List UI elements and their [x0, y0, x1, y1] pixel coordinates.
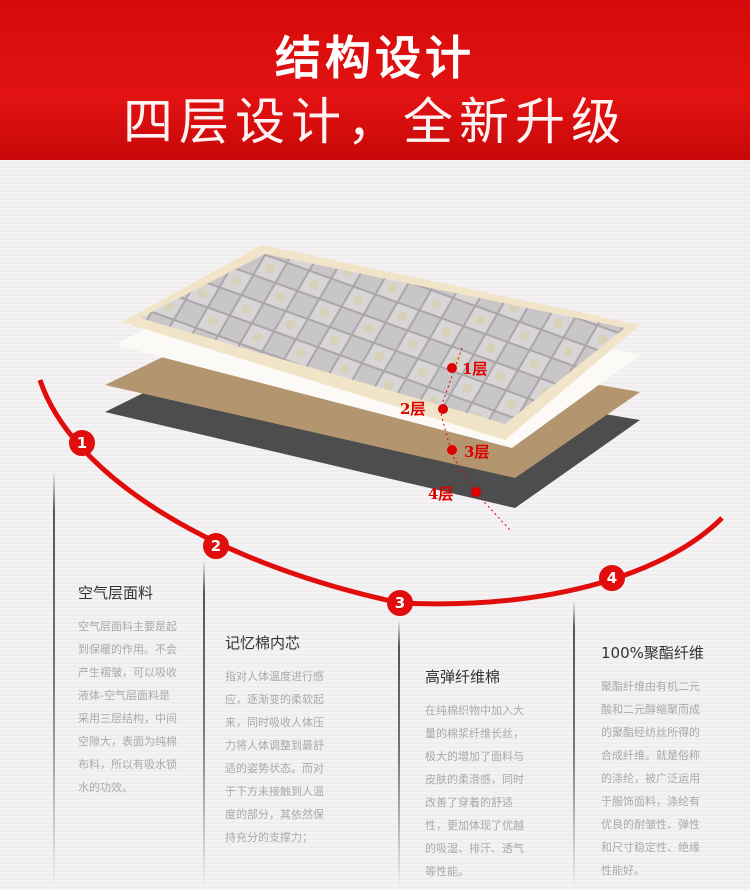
column-memory-foam: 记忆棉内芯 指对人体温度进行感应，逐渐变的柔软起来，同时吸收人体压力将人体调整到…: [225, 632, 327, 849]
header-banner: 结构设计 四层设计，全新升级: [0, 0, 750, 160]
column-desc: 空气层面料主要是起到保暖的作用。不会产生褶皱，可以吸收液体-空气层面料是采用三层…: [78, 620, 177, 794]
step-1: 1: [76, 434, 88, 452]
column-desc: 指对人体温度进行感应，逐渐变的柔软起来，同时吸收人体压力将人体调整到最舒适的姿势…: [225, 670, 324, 844]
divider: [53, 470, 55, 890]
page-title: 结构设计: [275, 31, 475, 85]
column-air-layer: 空气层面料 空气层面料主要是起到保暖的作用。不会产生褶皱，可以吸收液体-空气层面…: [78, 582, 180, 799]
divider: [203, 560, 205, 890]
page-subtitle: 四层设计，全新升级: [123, 93, 627, 151]
step-markers: [69, 430, 625, 616]
column-desc: 聚酯纤维由有机二元酸和二元醇缩聚而成的聚酯经纺丝所得的合成纤维。就是俗称的涤纶，…: [601, 680, 700, 877]
column-polyester: 100%聚酯纤维 聚酯纤维由有机二元酸和二元醇缩聚而成的聚酯经纺丝所得的合成纤维…: [601, 642, 704, 882]
column-title: 空气层面料: [78, 584, 154, 602]
layer-label-1: 1层: [462, 360, 488, 378]
timeline-curve: [37, 379, 724, 607]
column-title: 100%聚酯纤维: [601, 644, 704, 662]
layer-label-2: 2层: [400, 400, 426, 418]
column-title: 记忆棉内芯: [225, 634, 301, 652]
column-desc: 在纯棉织物中加入大量的棉浆纤维长丝，极大的增加了面料与皮肤的柔滑感，同时改善了穿…: [425, 704, 524, 878]
step-4: 4: [606, 569, 618, 587]
step-3: 3: [394, 594, 406, 612]
step-2: 2: [210, 537, 222, 555]
layer-label-4: 4层: [428, 485, 454, 503]
column-title: 高弹纤维棉: [425, 668, 501, 686]
layer-label-3: 3层: [464, 443, 490, 461]
column-fiber-cotton: 高弹纤维棉 在纯棉织物中加入大量的棉浆纤维长丝，极大的增加了面料与皮肤的柔滑感，…: [425, 666, 527, 883]
layer-1-quilt: [140, 254, 625, 424]
divider: [398, 620, 400, 890]
divider: [573, 600, 575, 890]
